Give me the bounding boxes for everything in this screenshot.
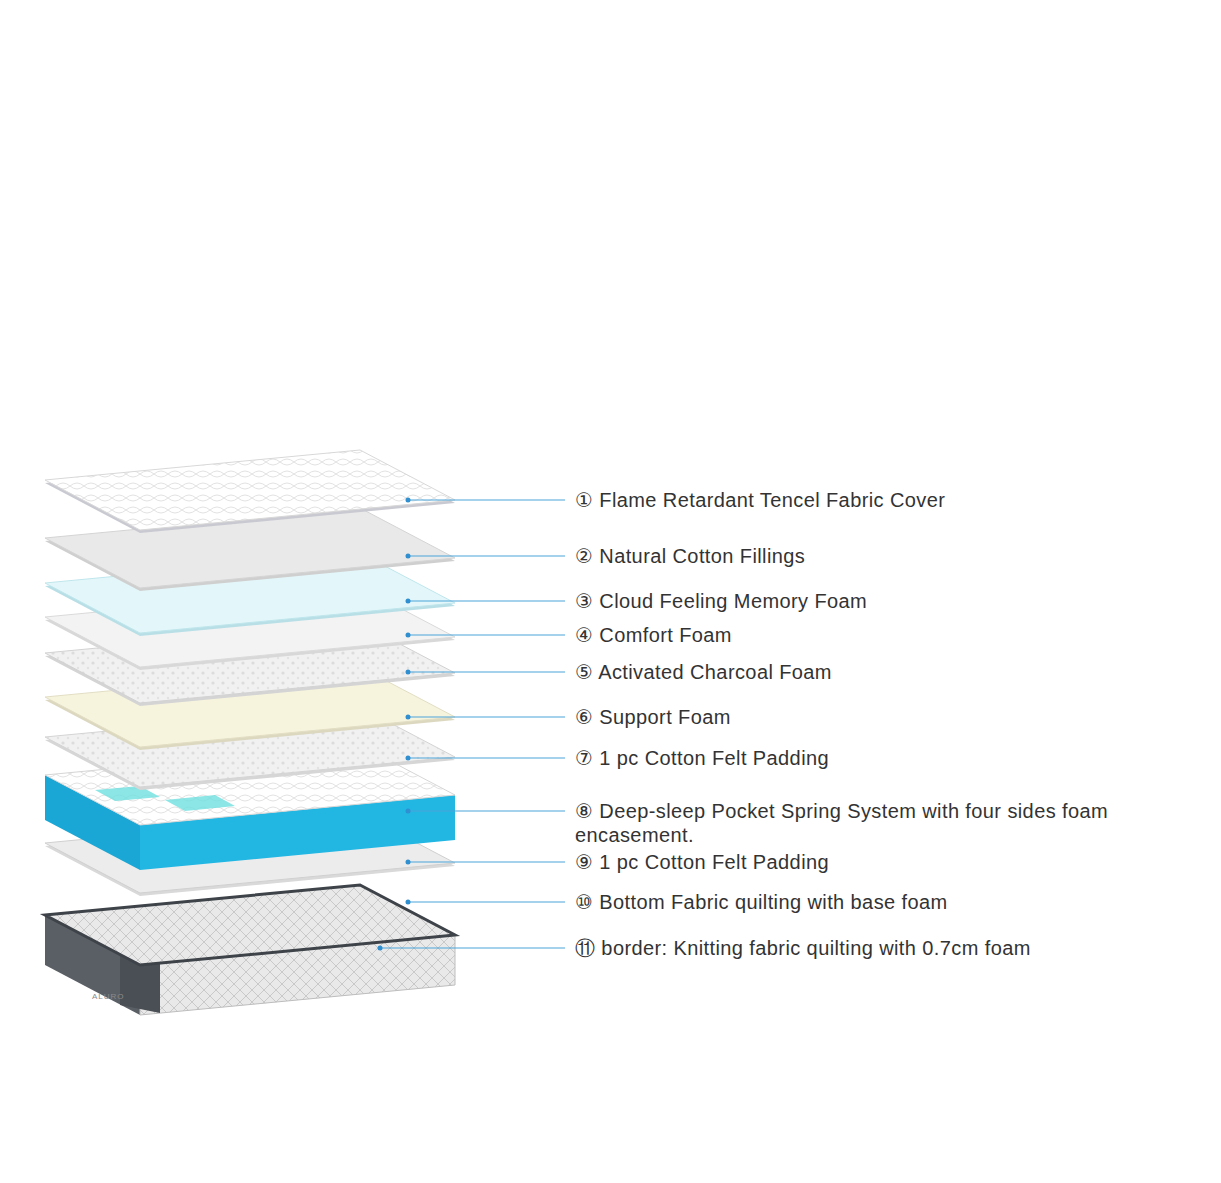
callout-label: ① Flame Retardant Tencel Fabric Cover [575, 488, 945, 512]
brand-mark: ALURO [92, 992, 125, 1002]
callout-label: ④ Comfort Foam [575, 623, 732, 647]
callout-label: ⑧ Deep-sleep Pocket Spring System with f… [575, 799, 1195, 847]
leader-lines [378, 498, 566, 951]
callout-label: ⑥ Support Foam [575, 705, 731, 729]
callout-label: ⑦ 1 pc Cotton Felt Padding [575, 746, 829, 770]
callout-label: ⑪ border: Knitting fabric quilting with … [575, 936, 1031, 960]
layer-stack [45, 450, 455, 1015]
callout-label: ⑤ Activated Charcoal Foam [575, 660, 832, 684]
callout-label: ② Natural Cotton Fillings [575, 544, 805, 568]
base-top [45, 885, 455, 965]
callout-label: ⑩ Bottom Fabric quilting with base foam [575, 890, 948, 914]
callout-label: ③ Cloud Feeling Memory Foam [575, 589, 867, 613]
callout-label: ⑨ 1 pc Cotton Felt Padding [575, 850, 829, 874]
cover-layer [45, 450, 455, 530]
